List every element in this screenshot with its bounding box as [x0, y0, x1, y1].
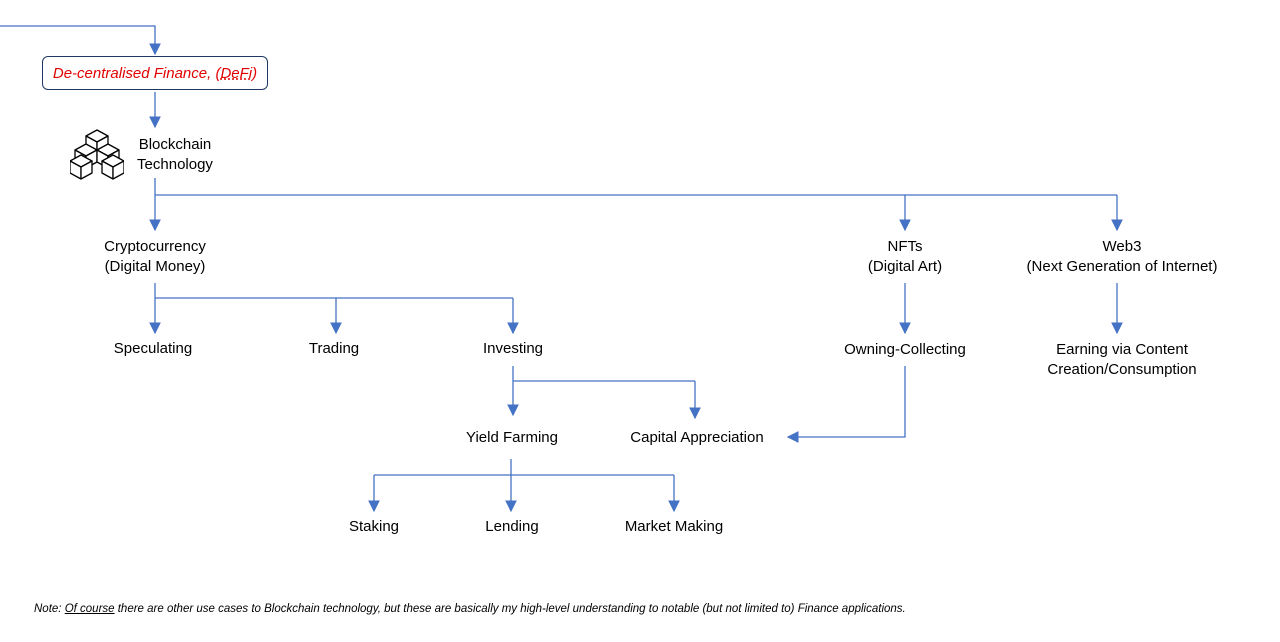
cryptocurrency-label-line2: (Digital Money) — [104, 258, 206, 275]
footnote-prefix: Note: — [34, 603, 65, 615]
footnote-text: there are other use cases to Blockchain … — [114, 603, 906, 615]
defi-node: De-centralised Finance, (DeFi) — [42, 56, 268, 90]
cryptocurrency-node: Cryptocurrency (Digital Money) — [80, 237, 230, 277]
yield-farming-node: Yield Farming — [466, 429, 558, 446]
footnote-link[interactable]: Of course — [64, 603, 115, 615]
defi-label-suffix: ) — [252, 64, 258, 82]
connector-owning-capital — [786, 366, 906, 443]
footnote: Note: Of course there are other use case… — [34, 603, 906, 615]
blockchain-node: Blockchain Technology — [126, 135, 224, 175]
defi-label-prefix: De-centralised Finance, ( — [52, 64, 221, 82]
connector-entry — [0, 25, 161, 56]
blockchain-cubes-icon — [70, 129, 124, 180]
trading-node: Trading — [308, 340, 360, 357]
lending-node: Lending — [485, 518, 539, 535]
blockchain-label-line2: Technology — [137, 156, 213, 173]
investing-node: Investing — [482, 340, 544, 357]
web3-label-line2: (Next Generation of Internet) — [1026, 258, 1218, 275]
nfts-label-line1: NFTs — [887, 238, 923, 255]
defi-label-abbr: DeFi — [220, 64, 253, 82]
web3-node: Web3 (Next Generation of Internet) — [1012, 237, 1232, 277]
earning-label-line2: Creation/Consumption — [1047, 361, 1197, 378]
earning-node: Earning via Content Creation/Consumption — [1022, 340, 1222, 380]
speculating-node: Speculating — [113, 340, 193, 357]
owning-collecting-node: Owning-Collecting — [844, 341, 966, 358]
blockchain-label-line1: Blockchain — [138, 136, 212, 153]
nfts-node: NFTs (Digital Art) — [830, 237, 980, 277]
capital-appreciation-node: Capital Appreciation — [630, 429, 764, 446]
nfts-label-line2: (Digital Art) — [867, 258, 943, 275]
defi-label: De-centralised Finance, (DeFi) — [53, 65, 257, 82]
staking-node: Staking — [348, 518, 400, 535]
earning-label-line1: Earning via Content — [1056, 341, 1188, 358]
cryptocurrency-label-line1: Cryptocurrency — [104, 238, 206, 255]
web3-label-line1: Web3 — [1102, 238, 1142, 255]
market-making-node: Market Making — [624, 518, 724, 535]
